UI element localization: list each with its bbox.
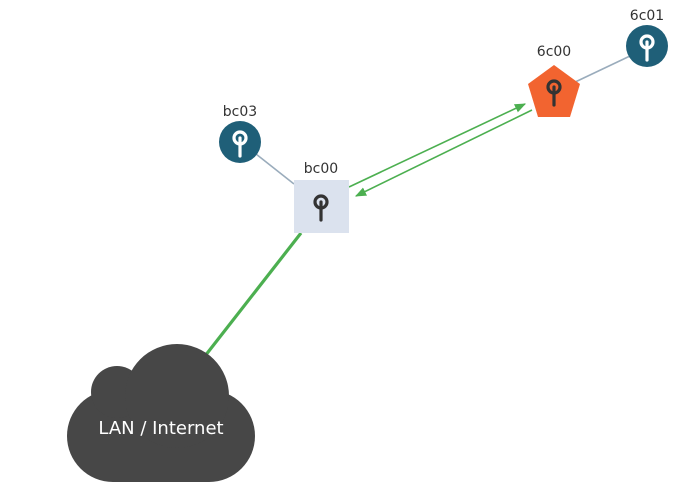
- node-6c00[interactable]: 6c00: [528, 44, 580, 117]
- link-bc03-bc00[interactable]: [255, 153, 295, 185]
- node-bc03[interactable]: bc03: [219, 104, 261, 163]
- lan-internet-cloud[interactable]: LAN / Internet: [67, 344, 255, 482]
- node-label-6c01: 6c01: [630, 8, 664, 24]
- link-bc00-cloud[interactable]: [203, 232, 303, 357]
- node-6c01[interactable]: 6c01: [626, 8, 668, 67]
- cloud-icon: [67, 344, 255, 482]
- cloud-label: LAN / Internet: [98, 418, 223, 439]
- links: [203, 55, 631, 357]
- link-6c00-6c01[interactable]: [570, 55, 631, 85]
- node-label-bc00: bc00: [304, 161, 338, 177]
- link-bc00-6c00-outbound[interactable]: [348, 103, 527, 188]
- node-bc00[interactable]: bc00: [294, 161, 349, 233]
- node-label-bc03: bc03: [223, 104, 257, 120]
- link-6c00-bc00-inbound[interactable]: [354, 109, 533, 197]
- node-label-6c00: 6c00: [537, 44, 571, 60]
